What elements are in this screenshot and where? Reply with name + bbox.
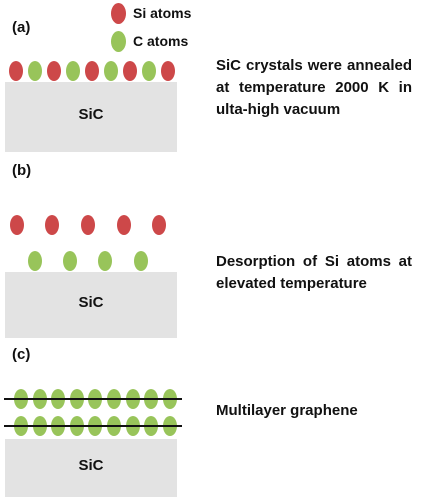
c-atom bbox=[134, 251, 148, 271]
panel-c-substrate-label: SiC bbox=[78, 457, 104, 474]
panel-c-sic-substrate bbox=[5, 439, 177, 497]
c-atom bbox=[28, 251, 42, 271]
c-atom bbox=[104, 61, 118, 81]
graphene-layer-2-line bbox=[4, 425, 182, 427]
si-atom bbox=[81, 215, 95, 235]
si-atom bbox=[10, 215, 24, 235]
panel-a-description: SiC crystals were annealed at temperatur… bbox=[216, 57, 412, 118]
panel-c-label: (c) bbox=[12, 346, 31, 363]
c-atom bbox=[28, 61, 42, 81]
si-atom bbox=[152, 215, 166, 235]
si-atom-legend-marker bbox=[111, 3, 126, 24]
panel-b-description: Desorption of Si atoms at elevated tempe… bbox=[216, 253, 412, 292]
c-atom bbox=[98, 251, 112, 271]
panel-a-substrate-label: SiC bbox=[78, 106, 104, 123]
panel-b-substrate-label: SiC bbox=[78, 294, 104, 311]
c-atom bbox=[63, 251, 77, 271]
panel-b-label: (b) bbox=[12, 162, 32, 179]
si-atom bbox=[161, 61, 175, 81]
panel-a-label: (a) bbox=[12, 19, 31, 36]
si-atom bbox=[117, 215, 131, 235]
si-atom bbox=[9, 61, 23, 81]
si-atom bbox=[45, 215, 59, 235]
c-atom bbox=[66, 61, 80, 81]
graphene-layer-1-line bbox=[4, 398, 182, 400]
c-atom bbox=[142, 61, 156, 81]
si-atoms-legend-label: Si atoms bbox=[133, 5, 192, 21]
panel-c-description: Multilayer graphene bbox=[216, 402, 358, 419]
si-atom bbox=[85, 61, 99, 81]
si-atom bbox=[123, 61, 137, 81]
c-atom-legend-marker bbox=[111, 31, 126, 52]
panel-a-sic-substrate bbox=[5, 82, 177, 152]
c-atoms-legend-label: C atoms bbox=[133, 33, 189, 49]
si-atom bbox=[47, 61, 61, 81]
panel-b-sic-substrate bbox=[5, 272, 177, 338]
